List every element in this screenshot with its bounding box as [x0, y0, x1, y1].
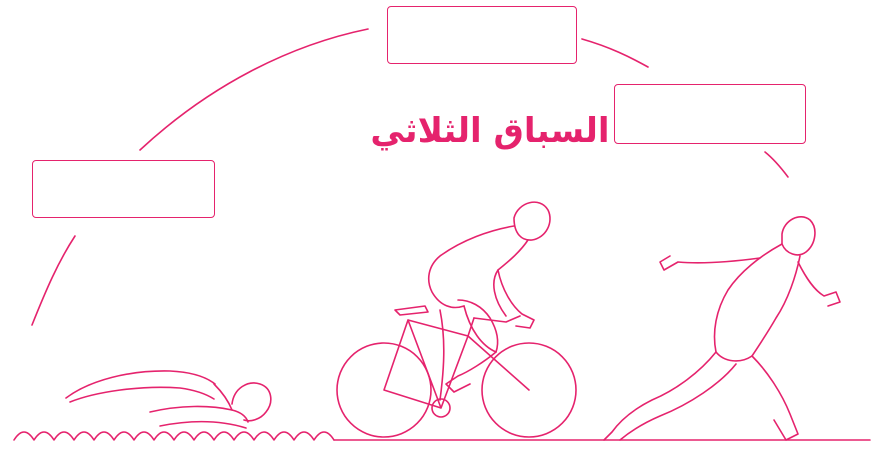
swimmer-body	[150, 406, 248, 422]
runner-chest	[752, 256, 800, 356]
bike-seat	[395, 306, 428, 315]
cyclist-shin	[446, 352, 496, 392]
water-waves	[14, 432, 870, 440]
swimmer-head	[232, 383, 271, 421]
cyclist-head	[514, 202, 550, 240]
swimmer-shoulder	[214, 384, 232, 410]
runner-front-leg	[752, 356, 798, 440]
stage-box-run[interactable]	[614, 84, 806, 144]
cyclist-back	[494, 240, 528, 316]
bike-frame	[384, 318, 529, 408]
swimmer-arm-inner	[70, 387, 214, 402]
arc-top-right	[582, 39, 648, 67]
swimmer-figure	[66, 371, 271, 428]
runner-head	[782, 217, 815, 255]
swimmer-body-lower	[160, 422, 246, 428]
runner-front-arm	[798, 262, 840, 306]
cyclist-arm	[498, 270, 534, 328]
arc-left-lower	[32, 236, 75, 325]
cyclist-figure	[429, 202, 550, 400]
wave-line	[14, 432, 334, 440]
runner-back-leg-inner	[620, 364, 736, 440]
arc-left-upper	[140, 29, 368, 150]
runner-figure	[604, 217, 840, 440]
bike-handlebar	[474, 316, 520, 322]
bicycle	[337, 306, 576, 437]
runner-back-arm	[660, 256, 760, 270]
cyclist-back-leg	[440, 310, 444, 400]
diagram-title: السباق الثلاثي	[360, 114, 620, 148]
stage-box-cycle[interactable]	[387, 6, 577, 64]
swimmer-arm	[66, 371, 215, 398]
arc-right-lower	[765, 152, 788, 177]
stage-box-swim[interactable]	[32, 160, 215, 218]
